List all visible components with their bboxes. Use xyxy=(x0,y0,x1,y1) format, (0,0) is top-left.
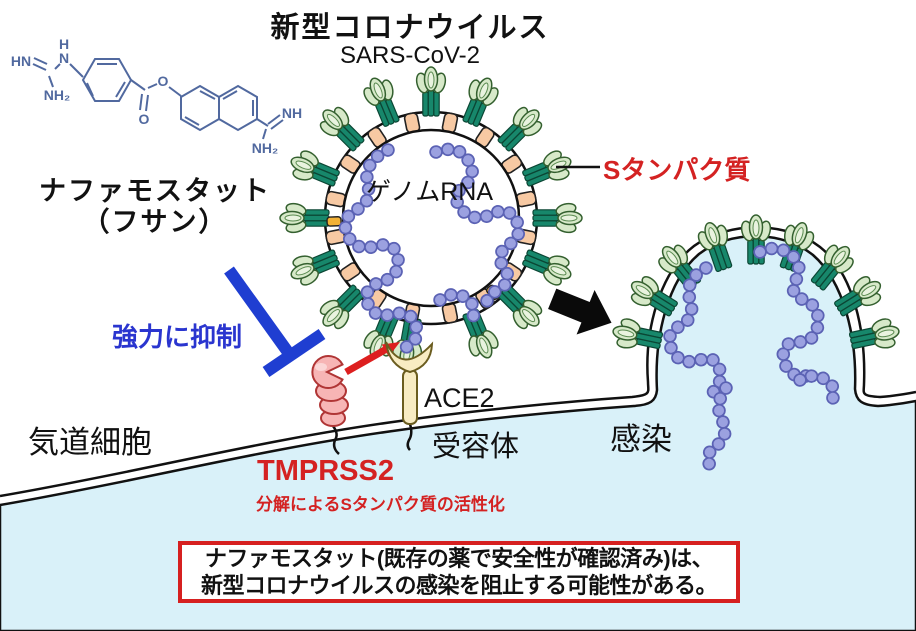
atom-label: O xyxy=(139,111,150,127)
callout-line1: ナファモスタット(既存の薬で安全性が確認済み)は、 xyxy=(204,546,714,571)
tmprss2-label: TMPRSS2 xyxy=(257,455,394,487)
genome-rna-chain xyxy=(338,142,526,355)
atom-label: NH₂ xyxy=(252,140,278,156)
ace2-label: ACE2 xyxy=(424,383,495,413)
atom-label: N xyxy=(59,50,69,66)
drug-name-line1: ナファモスタット xyxy=(39,176,271,206)
membrane-protein-gold xyxy=(326,215,342,227)
atom-label: H xyxy=(59,36,69,52)
ace2-receptor xyxy=(385,341,434,451)
nafamostat-structure: HN H N NH₂ O O NH NH₂ xyxy=(11,36,302,156)
inhibition-label: 強力に抑制 xyxy=(112,322,243,352)
genome-rna-label: ゲノムRNA xyxy=(366,178,494,206)
conclusion-callout-box: ナファモスタット(既存の薬で安全性が確認済み)は、 新型コロナウイルスの感染を阻… xyxy=(178,541,740,603)
virus-particle xyxy=(279,66,583,371)
atom-label: HN xyxy=(11,53,31,69)
title-english: SARS-CoV-2 xyxy=(339,42,481,69)
airway-cell-label: 気道細胞 xyxy=(28,425,152,460)
spike-protein-icon xyxy=(846,313,903,358)
title-japanese: 新型コロナウイルス xyxy=(270,12,550,44)
drug-name-line2: （フサン） xyxy=(82,207,228,237)
drug-name-label: ナファモスタット （フサン） xyxy=(10,176,300,238)
inhibition-bar-icon xyxy=(224,266,326,377)
spike-protein-icon xyxy=(609,313,666,358)
atom-label: NH xyxy=(282,105,302,121)
atom-label: NH₂ xyxy=(44,87,70,103)
receptor-label: 受容体 xyxy=(432,431,520,463)
tmprss2-note-label: 分解によるSタンパク質の活性化 xyxy=(256,495,505,514)
infection-label: 感染 xyxy=(610,422,672,457)
infection-arrow-icon xyxy=(548,288,612,335)
tmprss2-protein xyxy=(311,355,349,455)
s-protein-label: Sタンパク質 xyxy=(603,155,751,185)
fusing-virus-rna xyxy=(662,241,841,475)
spike-protein-icon xyxy=(413,66,449,117)
callout-line2: 新型コロナウイルスの感染を阻止する可能性がある。 xyxy=(200,573,718,598)
tmprss2-pacman xyxy=(311,355,344,389)
ace2-anchor xyxy=(406,423,413,451)
membrane-outer-line xyxy=(0,226,916,498)
ace2-binding-cup xyxy=(385,341,434,374)
tmprss2-anchor xyxy=(331,425,340,455)
fusing-virus xyxy=(609,214,903,475)
atom-label: O xyxy=(158,73,169,89)
spike-protein-icon xyxy=(532,200,583,236)
